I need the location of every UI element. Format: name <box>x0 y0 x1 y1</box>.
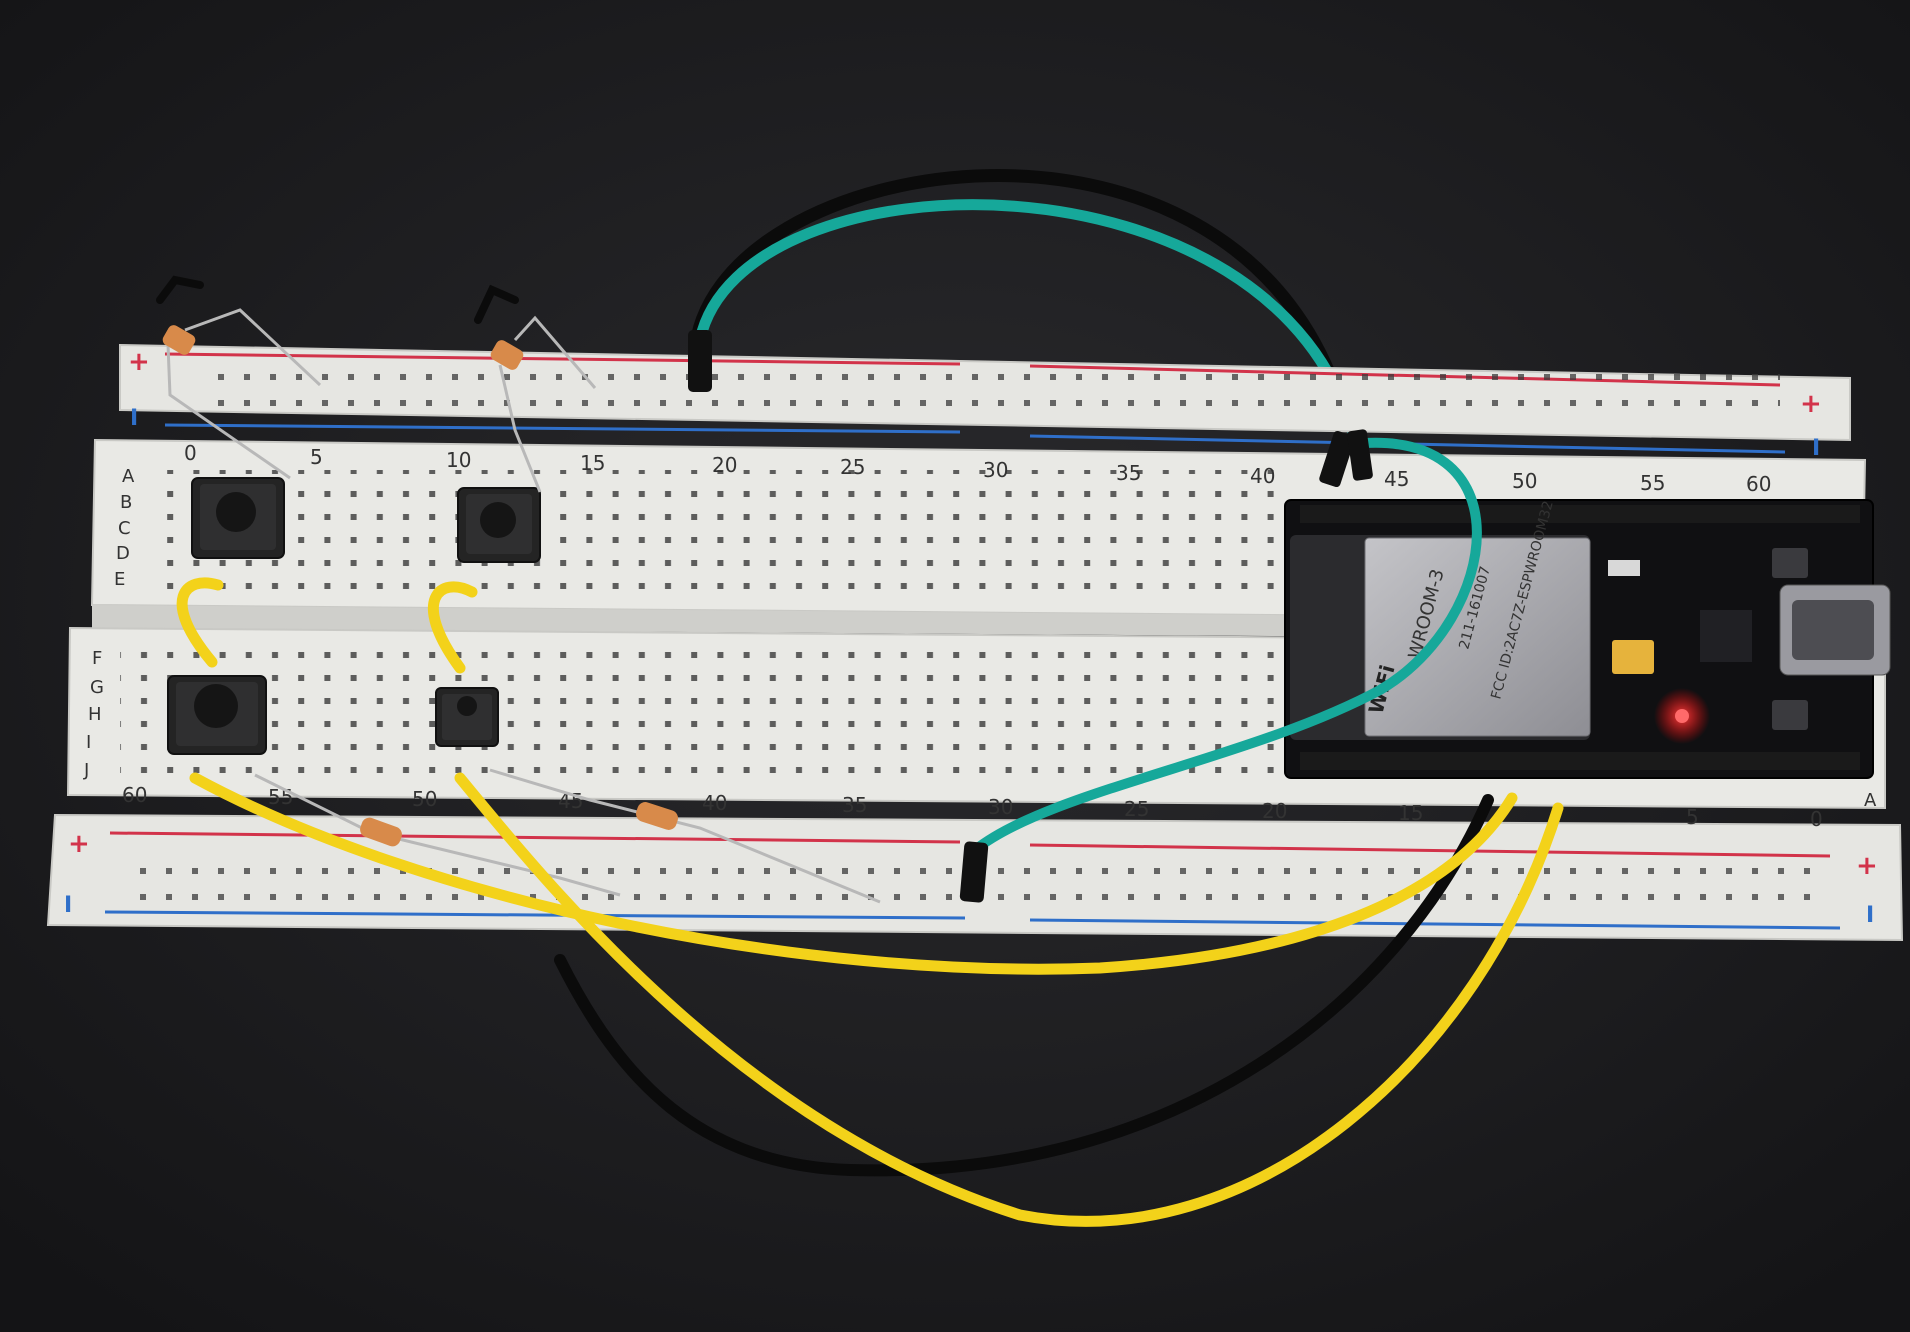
col-num: 55 <box>1640 471 1665 495</box>
top-block-holes <box>150 470 1280 598</box>
top-column-numbers: 0 5 10 15 20 25 30 35 40 45 50 55 60 <box>184 441 1771 496</box>
top-rail-red-line <box>164 352 961 366</box>
col-num: 10 <box>446 448 471 472</box>
top-rail-blue-line <box>164 423 961 434</box>
yellow-jumper-mid <box>427 581 478 674</box>
yellow-wire-long-2 <box>454 772 1564 1227</box>
col-num: 15 <box>1398 801 1423 825</box>
col-num: 35 <box>1116 461 1141 485</box>
yellow-jumper-left <box>176 577 224 668</box>
teal-wire-plug-top-rail <box>688 330 712 392</box>
col-num: 35 <box>842 793 867 817</box>
row-letter: C <box>118 518 131 539</box>
teal-wire-plug-mid <box>1347 429 1373 481</box>
bottom-rail-minus-right: I <box>1866 903 1874 928</box>
black-wire-top <box>688 169 1352 427</box>
row-letter: E <box>114 569 125 590</box>
col-num: 5 <box>1686 805 1699 829</box>
col-num: 20 <box>712 453 737 477</box>
col-num: 20 <box>1262 799 1287 823</box>
col-num: 40 <box>702 791 727 815</box>
col-num: 25 <box>840 455 865 479</box>
col-num: 5 <box>310 445 323 469</box>
col-num: 50 <box>1512 469 1537 493</box>
push-button-4 <box>435 687 499 747</box>
row-letter: D <box>116 543 130 564</box>
row-letter: H <box>88 704 102 725</box>
col-num: 25 <box>1124 797 1149 821</box>
col-num: 0 <box>184 441 197 465</box>
regulator-chip <box>1700 610 1752 662</box>
top-row-letters: A B C D E <box>114 466 135 590</box>
col-num: 50 <box>412 787 437 811</box>
teal-wire-plug-top <box>1319 430 1355 488</box>
top-rail-holes <box>200 372 1780 418</box>
top-rail-plus-right: + <box>1800 389 1822 419</box>
bottom-rail-blue-line-2 <box>1029 918 1841 930</box>
bottom-rail-red-line <box>109 831 961 844</box>
smd-part <box>1608 560 1640 576</box>
black-wire-left-lead <box>156 275 204 304</box>
top-rail-minus-right: I <box>1812 436 1820 461</box>
bottom-row-letters: F G H I J <box>83 648 104 781</box>
black-wire-mid-lead <box>474 284 519 324</box>
resistor-4 <box>489 768 881 904</box>
button-boot <box>1772 548 1808 578</box>
col-num: 15 <box>580 451 605 475</box>
col-num: 60 <box>1746 472 1771 496</box>
col-num: 45 <box>1384 467 1409 491</box>
button-en <box>1772 700 1808 730</box>
power-led <box>1675 709 1689 723</box>
row-letter: A <box>122 466 135 487</box>
bottom-right-row-letter: A <box>1864 790 1877 811</box>
bottom-rail-blue-line <box>104 910 966 920</box>
row-letter: F <box>92 648 102 669</box>
esp32-board: WROOM-3 FCC ID:2AC7Z-ESPWROOM32 211-1610… <box>1284 499 1891 779</box>
black-wire-bottom <box>554 794 1494 1177</box>
header-pins-top <box>1300 505 1860 523</box>
top-rail-minus: I <box>130 406 138 431</box>
bottom-rail-minus: I <box>64 893 72 918</box>
capacitor <box>1612 640 1654 674</box>
usb-port-inner <box>1792 600 1874 660</box>
teal-wire-plug-bottom <box>959 841 989 903</box>
col-num: 40 <box>1250 464 1275 488</box>
push-button-2 <box>457 487 541 563</box>
teal-wire-bottom <box>970 437 1482 855</box>
col-num: 30 <box>988 795 1013 819</box>
push-button-3 <box>167 675 267 755</box>
top-rail-plus: + <box>128 347 150 377</box>
row-letter: B <box>120 492 132 513</box>
teal-wire-top <box>694 199 1361 446</box>
resistor-1 <box>162 308 322 480</box>
push-button-1 <box>191 477 285 559</box>
col-num: 60 <box>122 783 147 807</box>
bottom-rail-plus-right: + <box>1856 851 1878 881</box>
resistor-3 <box>254 773 621 897</box>
col-num: 30 <box>983 458 1008 482</box>
row-letter: G <box>90 677 104 698</box>
row-letter: I <box>86 732 91 753</box>
resistor-2 <box>490 315 597 493</box>
yellow-wire-long-1 <box>189 772 1518 975</box>
bottom-block-holes <box>120 650 1280 790</box>
col-num: 0 <box>1810 807 1823 831</box>
row-letter: J <box>83 760 89 781</box>
bottom-rail-plus: + <box>68 829 90 859</box>
header-pins-bottom <box>1300 752 1860 770</box>
